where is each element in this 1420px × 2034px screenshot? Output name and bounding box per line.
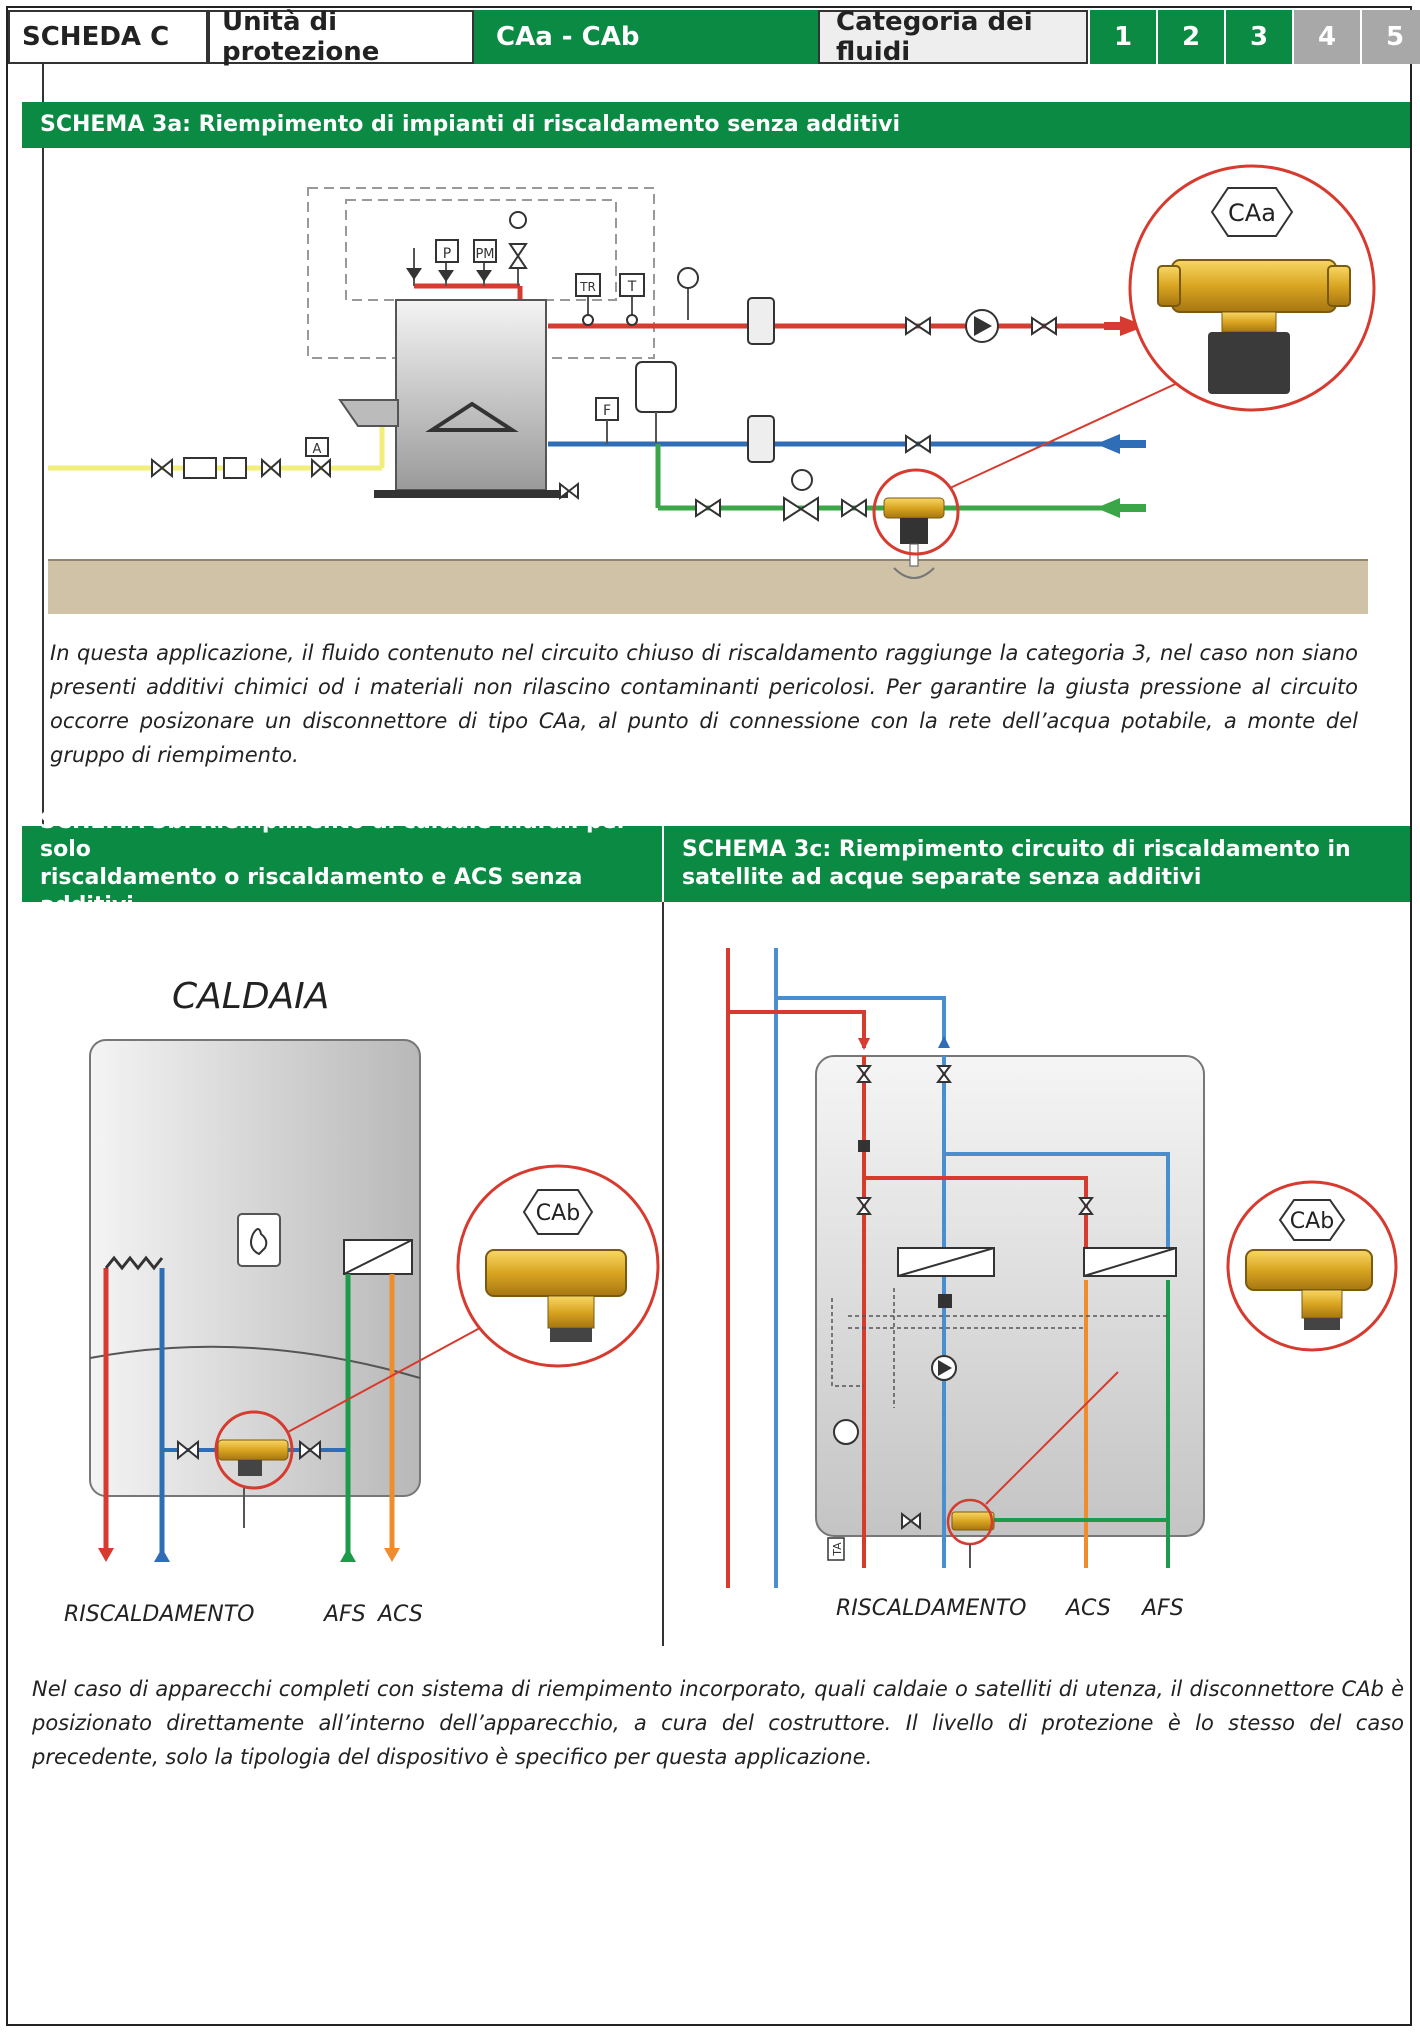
schema-3c-title: SCHEMA 3c: Riempimento circuito di risca… — [662, 826, 1410, 902]
satellite-body — [815, 1055, 1205, 1537]
svg-text:PM: PM — [475, 247, 494, 262]
cab-badge-3c — [1278, 1199, 1346, 1241]
caldaia-label: CALDAIA — [172, 976, 330, 1017]
column-divider — [662, 902, 664, 1646]
page-frame: SCHEDA C Unità di protezione CAa - CAb C… — [6, 6, 1420, 2026]
caa-badge — [1210, 187, 1294, 237]
category-number-1: 1 — [1090, 10, 1156, 64]
schema-3b-diagram: CAb — [89, 1039, 660, 1562]
header-unita: Unità di protezione — [208, 7, 474, 67]
schema-3a-description: In questa applicazione, il fluido conten… — [50, 641, 1358, 767]
cab-badge-3b — [522, 1189, 594, 1235]
section-border-left — [42, 64, 44, 828]
category-number-2: 2 — [1158, 10, 1224, 64]
header-scheda: SCHEDA C — [8, 10, 208, 64]
clock-dial — [833, 1419, 859, 1445]
label-acs-3c: ACS — [1066, 1596, 1111, 1621]
boiler-body — [395, 299, 547, 491]
schema-3a-title: SCHEMA 3a: Riempimento di impianti di ri… — [22, 102, 1410, 148]
category-number-5: 5 — [1362, 10, 1420, 64]
svg-text:T: T — [627, 279, 637, 295]
ground — [48, 560, 1368, 614]
label-acs-3b: ACS — [378, 1602, 423, 1627]
schema-3b-title-line2: riscaldamento o riscaldamento e ACS senz… — [40, 865, 583, 918]
footer-paragraph: Nel caso di apparecchi completi con sist… — [32, 1677, 1404, 1769]
label-afs-3b: AFS — [324, 1602, 366, 1627]
burner — [338, 399, 399, 427]
expansion-vessel — [635, 361, 677, 413]
svg-text:TR: TR — [579, 280, 596, 294]
header-categoria: Categoria dei fluidi — [818, 7, 1088, 67]
svg-text:A: A — [313, 442, 322, 457]
flame-icon — [237, 1213, 281, 1267]
header-codice: CAa - CAb — [474, 10, 818, 64]
caa-device-small — [883, 497, 945, 567]
blue-return-arrow — [1096, 434, 1120, 454]
green-fill-arrow — [1096, 498, 1120, 518]
svg-text:P: P — [443, 246, 451, 262]
wall-boiler-body — [89, 1039, 421, 1497]
schema-3b-title: SCHEMA 3b: Riempimento di caldaie murali… — [22, 809, 662, 918]
schema-3c-title-line2: satellite ad acque separate senza additi… — [682, 865, 1202, 890]
svg-text:F: F — [603, 403, 611, 419]
schema-3c-title-line1: SCHEMA 3c: Riempimento circuito di risca… — [682, 837, 1351, 862]
schema-3c-diagram: TA CAb — [726, 948, 1398, 1588]
svg-text:TA: TA — [831, 1542, 844, 1557]
label-afs-3c: AFS — [1142, 1596, 1184, 1621]
category-number-3: 3 — [1226, 10, 1292, 64]
schema-3b-title-line1: SCHEMA 3b: Riempimento di caldaie murali… — [40, 809, 628, 862]
category-number-4: 4 — [1294, 10, 1360, 64]
schema-3a-diagram: P PM TR T F — [48, 164, 1376, 614]
red-flow-arrow — [1120, 316, 1146, 336]
svg-text:CAb: CAb — [536, 1201, 580, 1226]
svg-text:CAb: CAb — [1290, 1209, 1334, 1234]
svg-text:CAa: CAa — [1228, 199, 1276, 227]
label-riscaldamento-3b: RISCALDAMENTO — [64, 1602, 255, 1627]
label-riscaldamento-3c: RISCALDAMENTO — [836, 1596, 1027, 1621]
